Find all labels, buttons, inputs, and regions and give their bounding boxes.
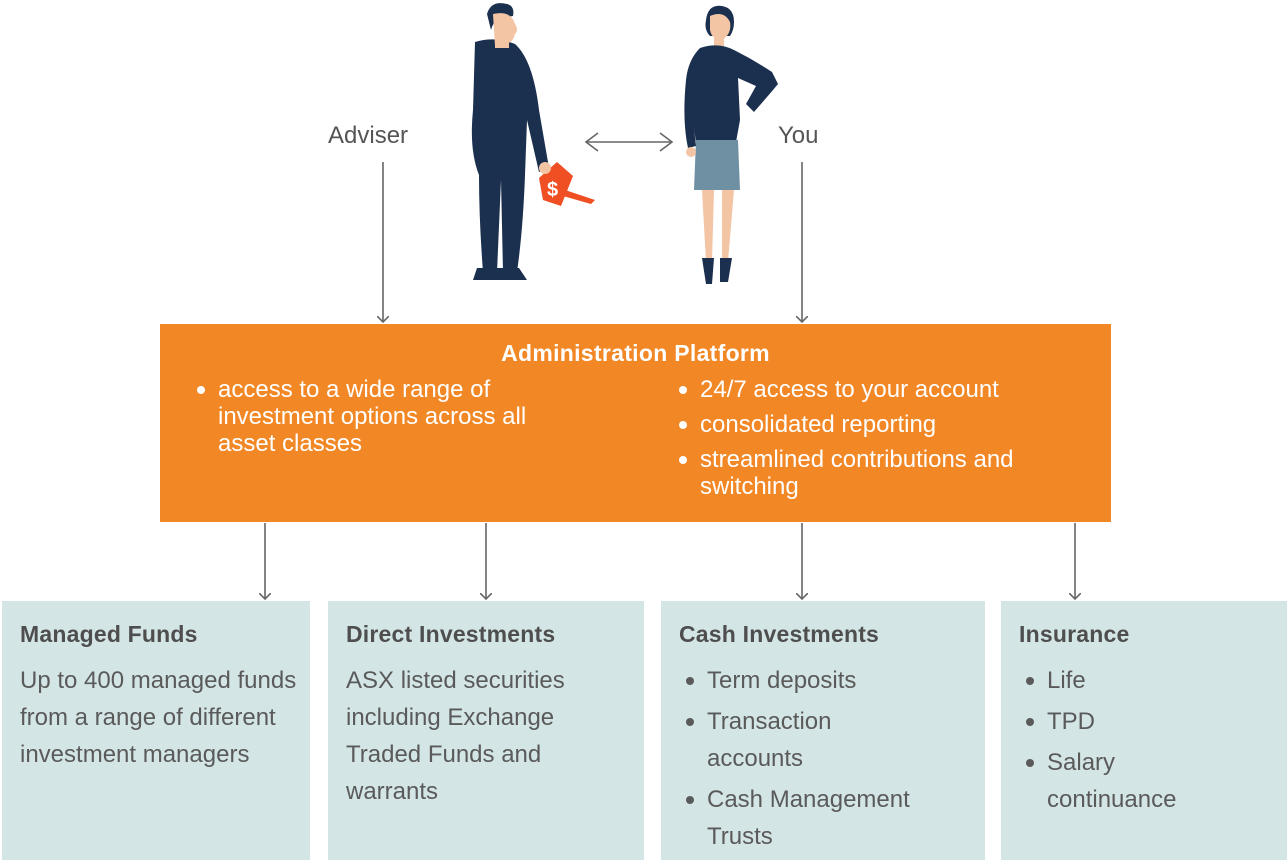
list-item: TPD <box>1019 703 1209 740</box>
platform-title: Administration Platform <box>501 340 770 366</box>
box-title: Managed Funds <box>20 621 198 647</box>
box-text: Up to 400 managed funds from a range of … <box>20 667 297 768</box>
you-figure <box>684 5 778 284</box>
list-item: consolidated reporting <box>672 411 1092 438</box>
insurance-list: Life TPD Salary continuance <box>1019 662 1209 818</box>
adviser-figure: $ <box>471 3 595 280</box>
platform-right-list: 24/7 access to your account consolidated… <box>672 376 1092 508</box>
platform-left-list: access to a wide range of investment opt… <box>190 376 590 465</box>
svg-text:$: $ <box>547 179 558 201</box>
list-item: Cash Management Trusts <box>679 781 949 855</box>
box-title: Cash Investments <box>679 621 880 647</box>
list-item: Term deposits <box>679 662 949 699</box>
cash-investments-list: Term deposits Transaction accounts Cash … <box>679 662 949 855</box>
insurance-box: Insurance Life TPD Salary continuance <box>1001 601 1287 860</box>
administration-platform-box: Administration Platform access to a wide… <box>160 324 1111 522</box>
list-item: Transaction accounts <box>679 703 847 777</box>
list-item: Salary continuance <box>1019 744 1209 818</box>
direct-investments-box: Direct Investments ASX listed securities… <box>328 601 644 860</box>
list-item: streamlined contributions and switching <box>672 446 1092 500</box>
cash-investments-box: Cash Investments Term deposits Transacti… <box>661 601 985 860</box>
box-title: Insurance <box>1019 621 1130 647</box>
list-item: Life <box>1019 662 1209 699</box>
list-item: 24/7 access to your account <box>672 376 1092 403</box>
list-item: access to a wide range of investment opt… <box>190 376 590 457</box>
box-title: Direct Investments <box>346 621 556 647</box>
managed-funds-box: Managed Funds Up to 400 managed funds fr… <box>2 601 310 860</box>
adviser-label: Adviser <box>328 122 409 149</box>
box-text: ASX listed securities including Exchange… <box>346 667 565 805</box>
you-label: You <box>778 122 819 149</box>
